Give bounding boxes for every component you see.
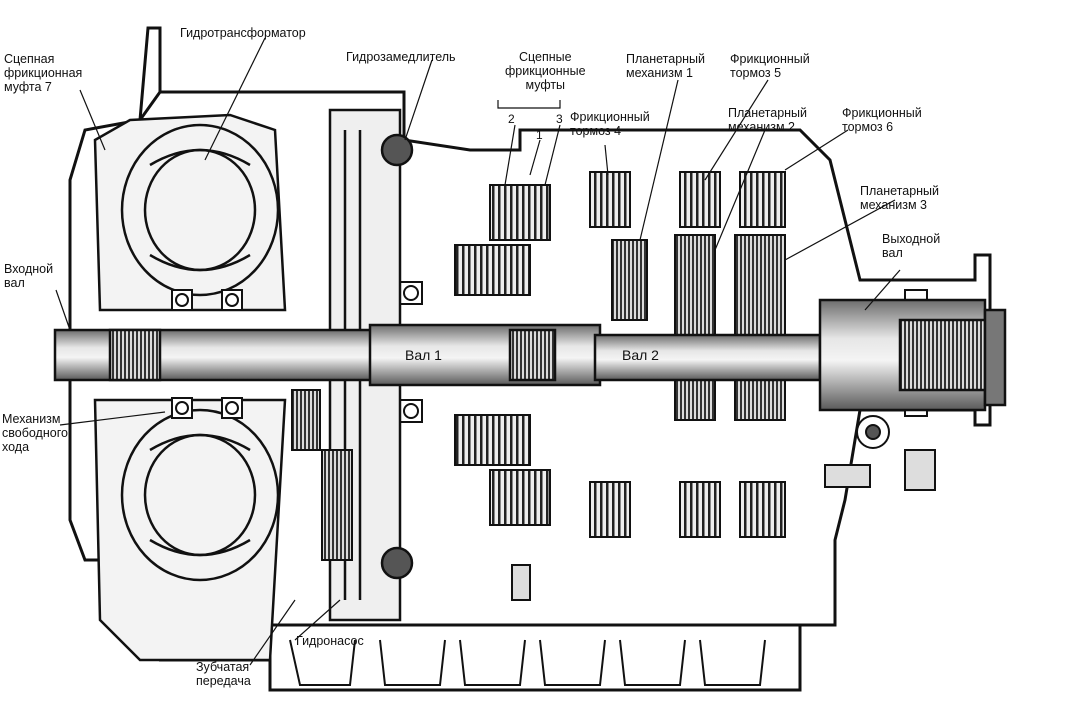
oil-pan [289,639,766,686]
label-brake-4: Фрикционный тормоз 4 [570,110,650,138]
planetary-gears [291,234,786,561]
label-clutch-7: Сцепная фрикционная муфта 7 [4,52,83,94]
sensor [511,449,936,601]
label-brake-6: Фрикционный тормоз 6 [842,106,922,134]
label-freewheel: Механизм свободного хода [2,412,68,454]
clutch-packs [454,171,786,538]
bearings [171,281,928,423]
label-brake-5: Фрикционный тормоз 5 [730,52,810,80]
leader-lines [55,37,901,666]
label-input-shaft: Входной вал [4,262,54,290]
label-shaft-1: Вал 1 [405,347,442,363]
label-torque-converter: Гидротрансформатор [180,26,306,40]
label-output-shaft: Выходной вал [882,232,941,260]
torque-converter-body [93,113,287,662]
label-clutches: Сцепные фрикционные муфты [505,50,586,92]
clutch-number-2: 2 [508,112,515,126]
main-shafts [53,298,1007,412]
label-planetary-2: Планетарный механизм 2 [728,106,808,134]
label-hydro-retarder: Гидрозамедлитель [346,50,456,64]
clutch-number-1: 1 [536,128,543,142]
clutch-number-3: 3 [556,112,563,126]
label-planetary-3: Планетарный механизм 3 [860,184,940,212]
label-planetary-1: Планетарный механизм 1 [626,52,706,80]
label-gear-train: Зубчатая передача [196,660,251,688]
label-hydropump: Гидронасос [296,634,364,648]
output-gear [856,415,890,449]
label-shaft-2: Вал 2 [622,347,659,363]
